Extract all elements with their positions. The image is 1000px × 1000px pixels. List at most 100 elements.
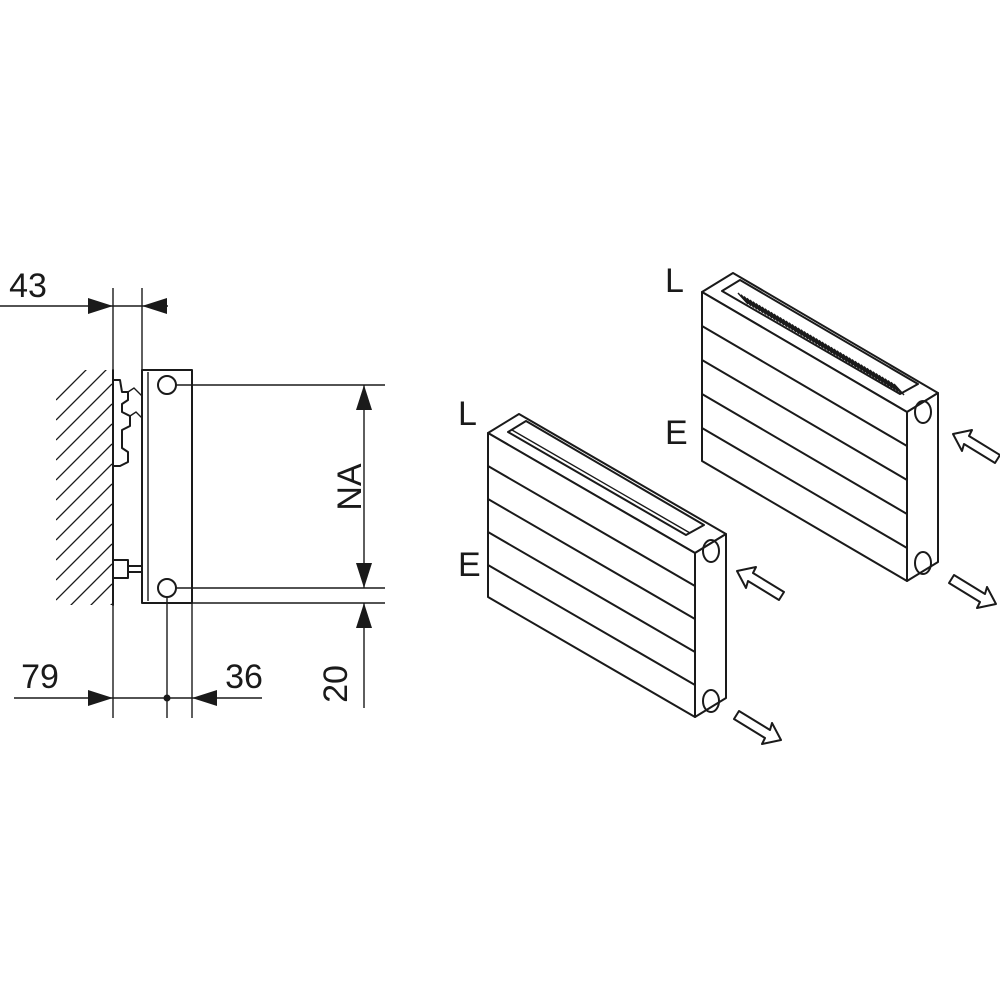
label-e: E bbox=[665, 414, 688, 452]
panel-line bbox=[701, 325, 908, 447]
iso-radiator-front: L E bbox=[458, 395, 785, 745]
grille-fin bbox=[809, 334, 821, 347]
grille-fin bbox=[836, 350, 848, 363]
grille-fin bbox=[890, 381, 902, 394]
grille-fin bbox=[893, 383, 905, 396]
grille-fin bbox=[752, 301, 764, 314]
lower-mount bbox=[112, 559, 143, 579]
wall-bracket bbox=[112, 379, 131, 467]
dim-label-79: 79 bbox=[21, 658, 59, 696]
grille-fin bbox=[791, 324, 803, 336]
radiator-side-body bbox=[141, 369, 193, 604]
grille-fin bbox=[761, 306, 773, 319]
grille-fin bbox=[749, 299, 761, 312]
grille-fin bbox=[797, 327, 809, 340]
grille-fin bbox=[818, 339, 830, 352]
grille-fin bbox=[782, 318, 794, 331]
arrowhead bbox=[356, 603, 372, 628]
flow-out-arrow bbox=[733, 710, 782, 745]
dim-label-20: 20 bbox=[317, 665, 355, 703]
flow-in-arrow bbox=[736, 566, 785, 601]
grille-fin bbox=[806, 332, 818, 345]
grille-fin bbox=[794, 325, 806, 338]
dim-label-43: 43 bbox=[9, 267, 47, 305]
grille-fin bbox=[746, 297, 758, 310]
grille-fin bbox=[887, 380, 899, 392]
grille-fin bbox=[773, 313, 785, 326]
arrowhead bbox=[356, 385, 372, 410]
grille-fin bbox=[854, 360, 866, 373]
side-view: NA 20 43 79 36 bbox=[0, 267, 385, 718]
dim-dot bbox=[163, 694, 171, 702]
grille-fin bbox=[872, 371, 884, 384]
inlet-port bbox=[702, 539, 720, 563]
grille-fin bbox=[839, 352, 851, 364]
grille-fin bbox=[866, 367, 878, 380]
grille-fin bbox=[785, 320, 797, 333]
grille-fin bbox=[812, 336, 824, 349]
dim-label-36: 36 bbox=[225, 658, 263, 696]
grille-fin bbox=[833, 348, 845, 361]
inlet-port bbox=[914, 400, 932, 424]
bracket-hook bbox=[127, 387, 143, 419]
grille-fin bbox=[779, 317, 791, 329]
grille-fin bbox=[776, 315, 788, 328]
grille-fin bbox=[863, 366, 875, 378]
grille-fin bbox=[758, 304, 770, 317]
dim-label-na: NA bbox=[331, 463, 369, 511]
grille-fin bbox=[803, 331, 815, 343]
arrowhead bbox=[142, 298, 167, 314]
grille-fin bbox=[827, 345, 839, 357]
grille-fin bbox=[842, 353, 854, 366]
grille-fin bbox=[875, 373, 887, 385]
grille-fin bbox=[800, 329, 812, 342]
grille-fin bbox=[788, 322, 800, 335]
grille-fin bbox=[824, 343, 836, 356]
grille-fin bbox=[860, 364, 872, 377]
arrowhead bbox=[88, 298, 113, 314]
side-face bbox=[694, 533, 727, 718]
label-l: L bbox=[458, 395, 477, 433]
grille-fin bbox=[737, 292, 749, 305]
panel-line bbox=[487, 531, 696, 653]
grille-fin bbox=[884, 378, 896, 391]
grille-fin bbox=[878, 374, 890, 387]
grille-fin bbox=[821, 341, 833, 354]
arrowhead bbox=[88, 690, 113, 706]
label-l: L bbox=[665, 262, 684, 300]
grille-fin bbox=[845, 355, 857, 368]
grille-fin bbox=[770, 311, 782, 324]
panel-line bbox=[487, 498, 696, 620]
panel-line bbox=[487, 564, 696, 686]
top-opening bbox=[721, 279, 919, 395]
top-opening-inner bbox=[511, 429, 691, 534]
grille-fin bbox=[857, 362, 869, 375]
grille-fin bbox=[848, 357, 860, 370]
grille-fin bbox=[830, 346, 842, 359]
flow-in-arrow bbox=[952, 429, 1000, 464]
grille-fin bbox=[851, 359, 863, 371]
convector-grille bbox=[737, 292, 905, 396]
arrowhead bbox=[356, 563, 372, 588]
grille-fin bbox=[881, 376, 893, 389]
outlet-port bbox=[702, 689, 720, 713]
side-face bbox=[906, 392, 939, 582]
flow-out-arrow bbox=[948, 574, 997, 609]
panel-line bbox=[701, 427, 908, 549]
grille-fin bbox=[869, 369, 881, 382]
panel-line bbox=[487, 465, 696, 587]
grille-fin bbox=[767, 310, 779, 322]
arrowhead bbox=[192, 690, 217, 706]
grille-fin bbox=[740, 294, 752, 307]
panel-line bbox=[701, 359, 908, 481]
grille-fin bbox=[755, 303, 767, 315]
grille-fin bbox=[815, 338, 827, 350]
panel-line bbox=[701, 393, 908, 515]
grille-fin bbox=[743, 296, 755, 308]
wall-hatching bbox=[56, 370, 112, 605]
outlet-port bbox=[914, 551, 932, 575]
top-opening bbox=[507, 420, 705, 536]
label-e: E bbox=[458, 546, 481, 584]
